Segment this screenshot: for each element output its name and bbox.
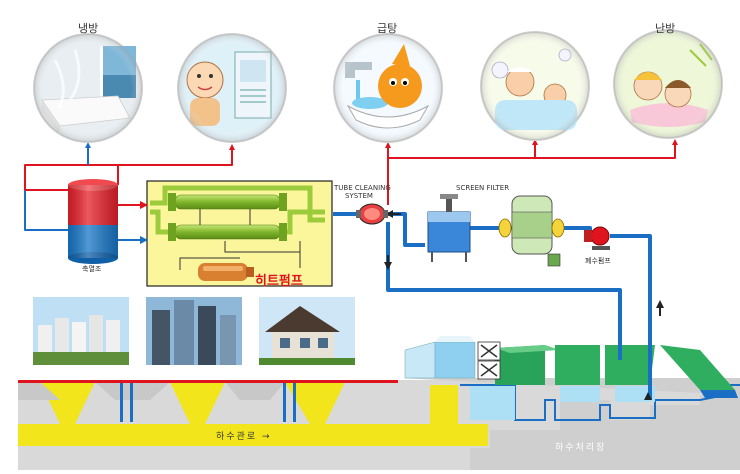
treatment-tanks — [404, 336, 738, 398]
label-tube-cleaning-1: TUBE CLEANING — [334, 184, 391, 192]
pipe-network — [24, 139, 678, 400]
compressor-icon — [198, 263, 254, 281]
sewer-pipe — [18, 424, 488, 446]
ground-section — [18, 378, 740, 470]
label-sewage-treatment: 하수처리장 — [555, 443, 607, 453]
air-conditioner-icon — [177, 33, 287, 143]
faucet-character-icon — [333, 33, 443, 143]
label-heat-storage-tank: 축열조 — [82, 265, 102, 273]
service-images — [33, 29, 723, 143]
heated-floor-icon — [613, 29, 723, 139]
screen-filter-tank — [427, 194, 471, 262]
bath-family-icon — [480, 31, 590, 141]
bedroom-scene-icon — [33, 33, 143, 143]
heat-storage-tank — [68, 179, 118, 264]
label-drain-pump: 폐수펌프 — [585, 257, 611, 265]
building-photos — [33, 297, 355, 365]
tube-cleaning-system — [356, 203, 388, 225]
label-screen-filter: SCREEN FILTER — [456, 184, 510, 192]
label-tube-cleaning-2: SYSTEM — [345, 192, 373, 200]
strainer-drum — [498, 195, 565, 267]
apartment-buildings-photo — [33, 297, 129, 365]
heat-pump-unit — [140, 180, 333, 287]
label-sewer-pipe: 하수관로 → — [216, 432, 272, 442]
aerator-fan-icon — [477, 341, 501, 380]
label-hot-water: 급탕 — [377, 22, 398, 35]
label-cooling: 냉방 — [78, 22, 99, 35]
house-photo — [259, 297, 355, 365]
drain-pump-icon — [584, 226, 610, 250]
label-heating: 난방 — [655, 22, 676, 35]
label-heat-pump: 히트펌프 — [255, 274, 303, 289]
office-towers-photo — [146, 297, 242, 365]
